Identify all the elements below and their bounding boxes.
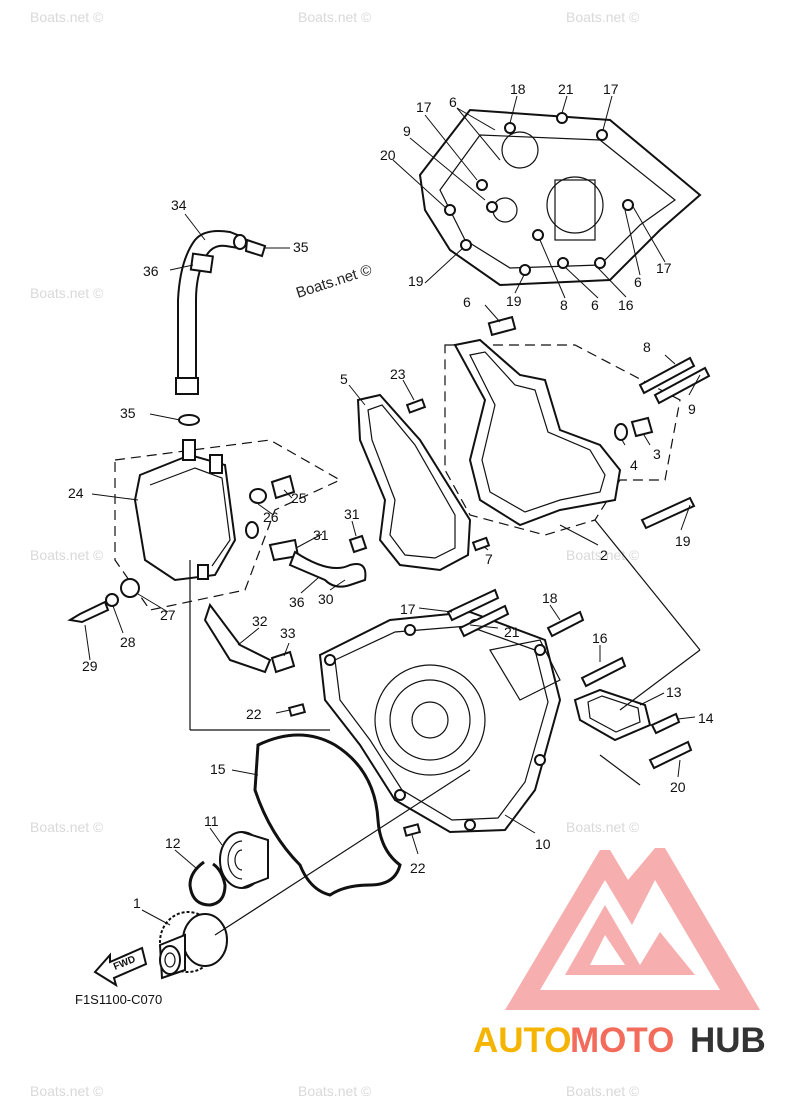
callout-25: 25 (291, 490, 307, 506)
watermark: Boats.net © (298, 1083, 372, 1099)
callout-2: 2 (600, 547, 608, 563)
callout-18: 18 (542, 590, 558, 606)
callout-31: 31 (344, 506, 360, 522)
callout-16: 16 (618, 297, 634, 313)
oil-tank-box (114, 439, 342, 611)
automotohub-logo: AUTO MOTO HUB (473, 848, 766, 1060)
crankcase-upper (418, 108, 702, 287)
watermark: Boats.net © (566, 1083, 640, 1099)
callout-6: 6 (449, 94, 457, 110)
callout-6: 6 (634, 274, 642, 290)
watermark: Boats.net © (298, 9, 372, 25)
callout-31: 31 (313, 527, 329, 543)
tank-fittings (67, 474, 368, 674)
callout-23: 23 (390, 366, 406, 382)
watermark: Boats.net © (30, 547, 104, 563)
cover-leaders (189, 519, 701, 855)
callout-18: 18 (510, 81, 526, 97)
callout-11: 11 (204, 813, 219, 829)
callout-6: 6 (463, 294, 471, 310)
figure-code: F1S1100-C070 (75, 992, 162, 1007)
callout-24: 24 (68, 485, 84, 501)
callout-21: 21 (504, 624, 520, 640)
callout-13: 13 (666, 684, 682, 700)
watermark: Boats.net © (30, 285, 104, 301)
callout-15: 15 (210, 761, 226, 777)
breather-hose (149, 213, 290, 426)
callout-28: 28 (120, 634, 136, 650)
watermark: Boats.net © (566, 819, 640, 835)
callout-26: 26 (263, 509, 279, 525)
callout-17: 17 (400, 601, 416, 617)
watermark: Boats.net © (30, 1083, 104, 1099)
long-bolts (638, 356, 711, 530)
callout-4: 4 (630, 457, 638, 473)
callout-1: 1 (133, 895, 141, 911)
callout-21: 21 (558, 81, 574, 97)
gasket (356, 393, 472, 572)
callout-17: 17 (416, 99, 432, 115)
callout-5: 5 (340, 371, 348, 387)
callout-27: 27 (160, 607, 176, 623)
callout-20: 20 (670, 779, 686, 795)
cover-bolts (287, 588, 693, 837)
callout-10: 10 (535, 836, 551, 852)
brand-hub: HUB (690, 1021, 766, 1060)
callout-9: 9 (688, 401, 696, 417)
drive-gear (158, 911, 228, 980)
callout-14: 14 (698, 710, 714, 726)
callout-36: 36 (289, 594, 305, 610)
callout-36: 36 (143, 263, 159, 279)
callout-30: 30 (318, 591, 334, 607)
cover-gasket (253, 733, 402, 897)
callout-17: 17 (603, 81, 619, 97)
callout-19: 19 (408, 273, 424, 289)
callout-3: 3 (653, 446, 661, 462)
brand-auto: AUTO (473, 1021, 572, 1060)
watermark: Boats.net © (566, 9, 640, 25)
callout-8: 8 (560, 297, 568, 313)
bearing (219, 831, 269, 889)
watermark: Boats.net © (30, 9, 104, 25)
callout-33: 33 (280, 625, 296, 641)
strainer (573, 688, 652, 742)
watermark: Boats.net © (566, 547, 640, 563)
watermark: Boats.net © (30, 819, 104, 835)
fwd-arrow-icon: FWD (93, 946, 148, 988)
callout-19: 19 (675, 533, 691, 549)
watermark-center: Boats.net © (294, 261, 374, 301)
callout-34: 34 (171, 197, 187, 213)
tank-leaders (84, 489, 357, 661)
watermarks: Boats.net © Boats.net © Boats.net © Boat… (30, 9, 640, 1099)
callout-29: 29 (82, 658, 98, 674)
callout-8: 8 (643, 339, 651, 355)
brand-moto: MOTO (570, 1021, 674, 1060)
callout-22: 22 (246, 706, 262, 722)
callout-7: 7 (485, 551, 493, 567)
callout-6: 6 (591, 297, 599, 313)
callout-32: 32 (252, 613, 268, 629)
oil-pump-box (444, 344, 681, 536)
callout-35: 35 (293, 239, 309, 255)
callout-9: 9 (403, 123, 411, 139)
callout-16: 16 (592, 630, 608, 646)
callout-19: 19 (506, 293, 522, 309)
oil-pump (453, 315, 654, 527)
callout-35: 35 (120, 405, 136, 421)
callout-12: 12 (165, 835, 181, 851)
callout-22: 22 (410, 860, 426, 876)
callout-20: 20 (380, 147, 396, 163)
oil-tank (133, 439, 237, 582)
callout-17: 17 (656, 260, 672, 276)
crankcase-cover (318, 610, 562, 834)
leaders-top (392, 95, 666, 299)
circlip (188, 860, 227, 907)
